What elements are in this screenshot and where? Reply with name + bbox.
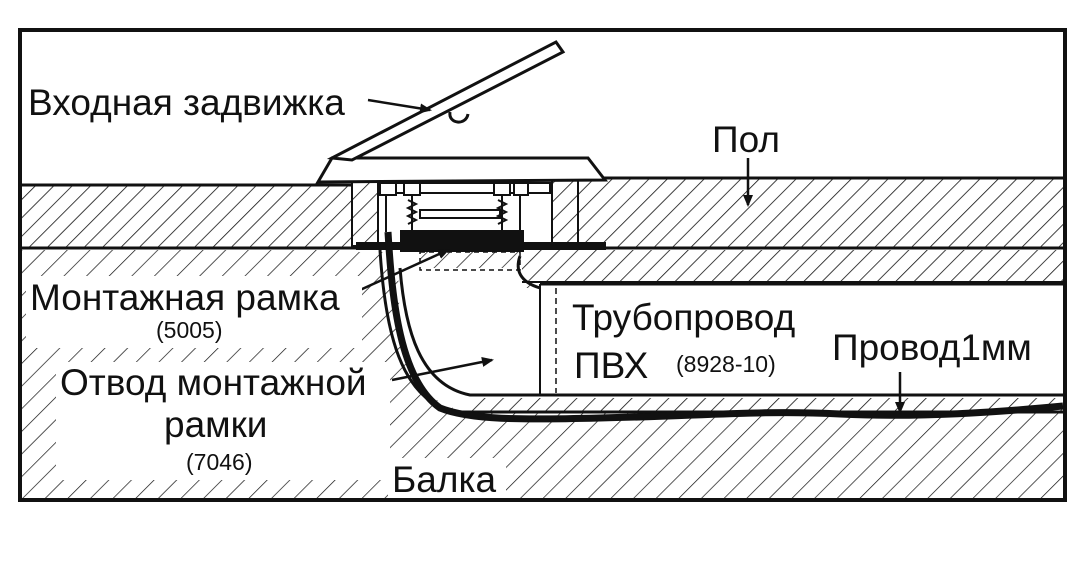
label-wire: Провод1мм — [832, 327, 1032, 368]
diagram-border — [18, 28, 1067, 502]
label-pipe-code: (8928-10) — [676, 351, 776, 377]
pvc-pipe — [540, 284, 1063, 395]
inlet-latch-flap — [326, 40, 566, 162]
arrow-frame-outlet — [391, 357, 494, 382]
label-inlet-latch: Входная задвижка — [28, 82, 345, 123]
inner-bar-mid — [419, 209, 501, 219]
label-pipe: Трубопровод — [572, 297, 795, 338]
label-frame-outlet-code: (7046) — [186, 449, 252, 475]
wire-1mm — [384, 231, 1064, 423]
mounting-screws — [379, 182, 529, 232]
label-bg-floor — [708, 124, 792, 156]
label-pipe-line2: ПВХ — [574, 345, 648, 386]
label-beam: Балка — [392, 459, 496, 500]
mounting-frame-flange — [356, 242, 606, 250]
label-frame-outlet-line2: рамки — [164, 404, 267, 445]
label-bg-beam — [388, 458, 506, 498]
label-floor: Пол — [712, 119, 780, 160]
label-mounting-frame: Монтажная рамка — [30, 277, 340, 318]
pipe-lower-strip — [470, 398, 1063, 412]
inlet-latch-hinge — [448, 111, 470, 124]
label-bg-mounting-frame — [26, 276, 362, 348]
box-wall-right — [551, 179, 579, 247]
box-wall-left — [351, 179, 379, 247]
label-frame-outlet: Отвод монтажной — [60, 362, 367, 403]
frame-outlet-curve-pipe — [398, 267, 540, 397]
beam-top-layer — [522, 250, 1063, 282]
floor-slab-right — [578, 178, 1063, 247]
floor-slab-left — [22, 185, 352, 247]
label-mounting-frame-code: (5005) — [156, 317, 222, 343]
frame-outlet-curve-inner — [516, 255, 541, 290]
label-bg-frame-outlet — [56, 362, 390, 480]
box-lid-frame — [315, 156, 609, 184]
arrow-inlet-latch — [367, 98, 432, 114]
arrow-mounting-frame — [359, 248, 450, 292]
frame-outlet-cavity — [398, 268, 1063, 412]
